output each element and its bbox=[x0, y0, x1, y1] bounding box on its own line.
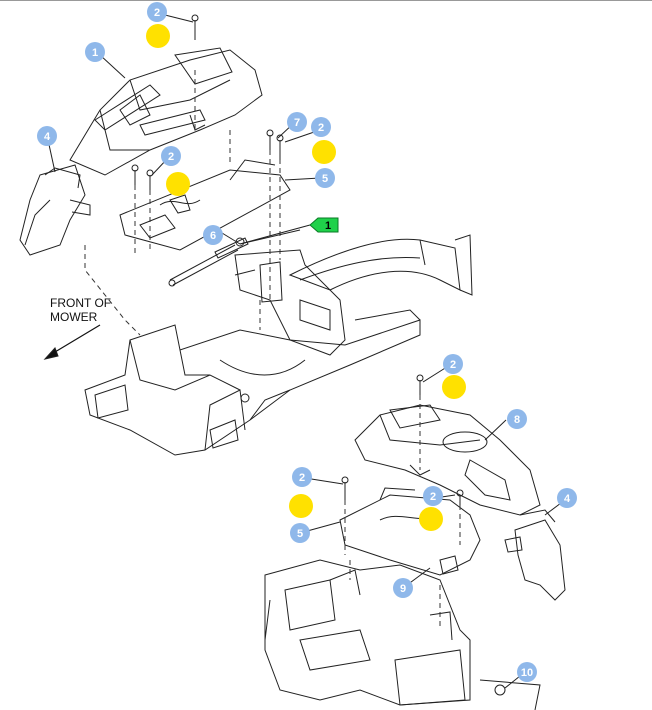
callout-number: 4 bbox=[44, 131, 51, 143]
callout-circle bbox=[37, 126, 57, 146]
callout-circle bbox=[292, 467, 312, 487]
highlight-marker-6 bbox=[419, 507, 443, 531]
callout-circle bbox=[85, 42, 105, 62]
bolts bbox=[131, 14, 464, 505]
callout-number: 2 bbox=[168, 151, 174, 163]
top-border bbox=[0, 0, 652, 1]
callout-group: 2 1 4 7 2 2 5 6 2 8 2 2 4 5 9 10 bbox=[37, 2, 577, 682]
callout-number: 4 bbox=[564, 493, 571, 505]
callout-13: 4 bbox=[557, 488, 577, 508]
callout-circle bbox=[507, 409, 527, 429]
callout-number: 5 bbox=[322, 173, 328, 185]
flag-label: 1 bbox=[325, 220, 331, 232]
highlight-marker-3 bbox=[166, 172, 190, 196]
flag-shape bbox=[309, 217, 339, 233]
callout-1: 2 bbox=[147, 2, 167, 22]
callout-11: 2 bbox=[292, 467, 312, 487]
callout-12: 2 bbox=[423, 486, 443, 506]
callout-circle bbox=[557, 488, 577, 508]
callout-4: 7 bbox=[287, 112, 307, 132]
callout-leaders bbox=[47, 14, 566, 689]
callout-circle bbox=[311, 117, 331, 137]
callout-3: 4 bbox=[37, 126, 57, 146]
highlight-marker-4 bbox=[442, 375, 466, 399]
alignment-leaders bbox=[84, 70, 461, 630]
callout-number: 9 bbox=[400, 583, 406, 595]
callout-15: 9 bbox=[393, 578, 413, 598]
callout-10: 8 bbox=[507, 409, 527, 429]
lower-right-fender bbox=[504, 509, 566, 601]
gas-spring bbox=[168, 237, 249, 287]
callout-circle bbox=[393, 578, 413, 598]
callout-circle bbox=[517, 662, 537, 682]
callout-number: 2 bbox=[450, 359, 456, 371]
highlight-markers bbox=[146, 24, 466, 531]
lower-console bbox=[354, 404, 541, 516]
upper-left-fender bbox=[19, 164, 91, 256]
front-arrow bbox=[43, 324, 101, 360]
callout-8: 6 bbox=[203, 225, 223, 245]
callout-number: 1 bbox=[92, 47, 98, 59]
front-label-line2: MOWER bbox=[50, 310, 98, 324]
upper-frame-bracket bbox=[234, 249, 346, 356]
callout-number: 10 bbox=[521, 667, 533, 679]
callout-number: 2 bbox=[318, 122, 324, 134]
upper-console bbox=[69, 47, 263, 176]
highlight-marker-2 bbox=[312, 140, 336, 164]
callout-number: 2 bbox=[430, 491, 436, 503]
highlight-marker-5 bbox=[289, 494, 313, 518]
callout-6: 2 bbox=[161, 146, 181, 166]
front-label-line1: FRONT OF bbox=[50, 296, 112, 310]
callout-circle bbox=[315, 168, 335, 188]
callout-number: 2 bbox=[154, 7, 160, 19]
upper-mounting-plate bbox=[119, 159, 291, 251]
callout-16: 10 bbox=[517, 662, 537, 682]
callout-number: 5 bbox=[297, 528, 303, 540]
callout-circle bbox=[290, 523, 310, 543]
callout-9: 2 bbox=[443, 354, 463, 374]
callout-2: 1 bbox=[85, 42, 105, 62]
upper-frame-arm bbox=[288, 234, 473, 296]
callout-5: 2 bbox=[311, 117, 331, 137]
callout-14: 5 bbox=[290, 523, 310, 543]
lower-chassis bbox=[264, 559, 541, 710]
callout-number: 2 bbox=[299, 472, 305, 484]
callout-circle bbox=[203, 225, 223, 245]
callout-7: 5 bbox=[315, 168, 335, 188]
callout-number: 6 bbox=[210, 230, 216, 242]
flag-callout: 1 bbox=[309, 217, 339, 233]
callout-circle bbox=[443, 354, 463, 374]
highlight-marker-1 bbox=[146, 24, 170, 48]
callout-circle bbox=[147, 2, 167, 22]
callout-circle bbox=[161, 146, 181, 166]
upper-chassis bbox=[84, 309, 421, 456]
callout-number: 8 bbox=[514, 414, 520, 426]
callout-number: 7 bbox=[294, 117, 300, 129]
callout-circle bbox=[287, 112, 307, 132]
callout-circle bbox=[423, 486, 443, 506]
lower-mounting-plate bbox=[339, 487, 481, 576]
front-of-mower-label: FRONT OF MOWER bbox=[50, 296, 111, 324]
